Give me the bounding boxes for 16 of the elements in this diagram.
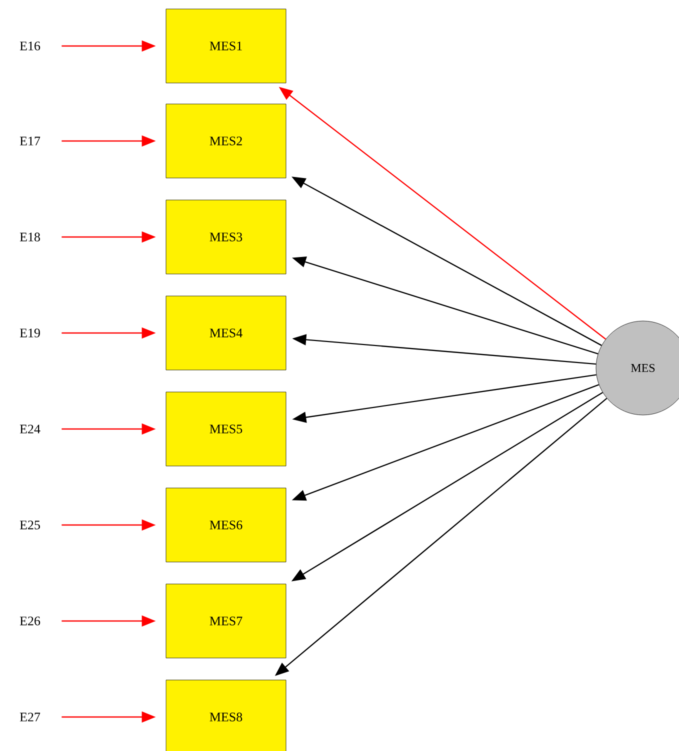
observed-variable-box: MES2	[166, 104, 286, 178]
observed-variable-box: MES1	[166, 8, 286, 84]
observed-variable-box: MES5	[166, 392, 286, 466]
error-label: E24	[20, 424, 40, 434]
observed-variable-box: MES8	[166, 680, 286, 751]
error-label: E16	[20, 42, 40, 50]
error-label: E19	[20, 328, 40, 338]
observed-variable-box: MES7	[166, 584, 286, 658]
error-label: E27	[20, 712, 40, 722]
error-label: E26	[20, 616, 40, 626]
error-label: E17	[20, 136, 40, 146]
observed-variable-box: MES6	[166, 488, 286, 562]
error-label: E18	[20, 232, 40, 242]
observed-variable-box: MES3	[166, 200, 286, 274]
error-label: E25	[20, 520, 40, 530]
observed-variable-box: MES4	[166, 296, 286, 370]
